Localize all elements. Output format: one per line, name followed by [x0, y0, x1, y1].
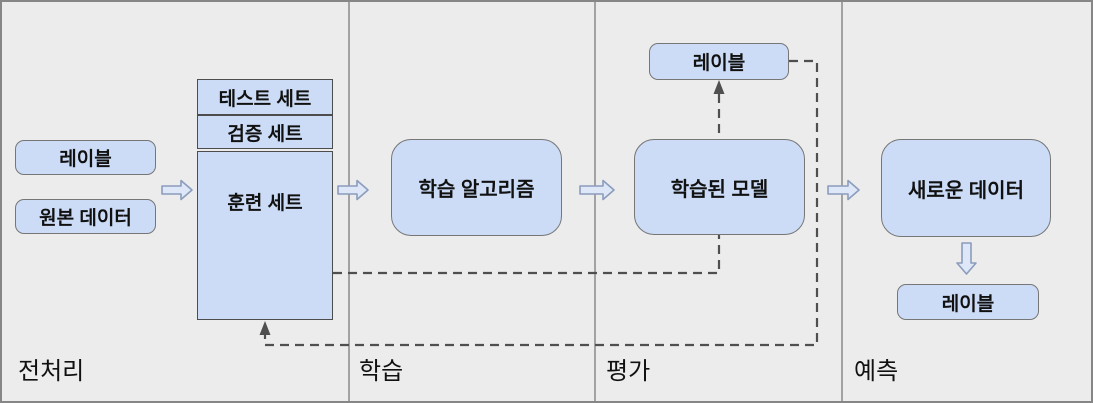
node-training-set: 훈련 세트: [197, 151, 333, 320]
node-label-eval: 레이블: [649, 43, 789, 80]
node-validation-set: 검증 세트: [197, 115, 333, 149]
lane-label-evaluation: 평가: [606, 358, 651, 385]
node-learning-algorithm: 학습 알고리즘: [391, 139, 562, 236]
arrowhead-up-icon: [259, 321, 271, 335]
node-raw-data: 원본 데이터: [15, 199, 156, 234]
flow-arrow-right-icon: [579, 179, 615, 201]
dashed-connector-trainingset-to-model: [333, 235, 721, 275]
arrowhead-up-icon: [713, 80, 725, 94]
flow-arrow-down-icon: [956, 242, 977, 275]
node-label-final: 레이블: [897, 284, 1039, 320]
lane-label-training: 학습: [359, 358, 404, 385]
flow-arrow-right-icon: [161, 179, 193, 201]
dashed-connector-evallabel-to-trainingset: [263, 59, 819, 347]
lane-label-preprocessing: 전처리: [18, 358, 85, 385]
node-label-left: 레이블: [15, 140, 156, 175]
flow-arrow-right-icon: [337, 179, 369, 201]
node-test-set: 테스트 세트: [197, 79, 333, 115]
node-trained-model: 학습된 모델: [634, 139, 805, 235]
flow-arrow-right-icon: [827, 179, 860, 201]
node-new-data: 새로운 데이터: [881, 139, 1051, 237]
lane-label-prediction: 예측: [854, 358, 899, 385]
